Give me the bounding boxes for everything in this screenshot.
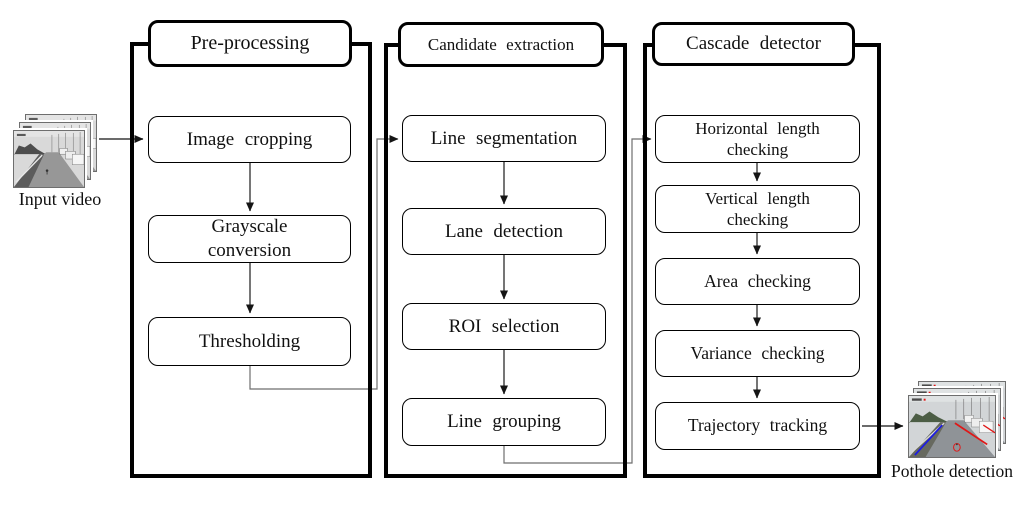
video-frame: [908, 395, 996, 458]
stage-title-candidate-extraction: Candidate extraction: [398, 22, 604, 67]
step-line-segmentation: Line segmentation: [402, 115, 606, 162]
step-thresholding: Thresholding: [148, 317, 351, 366]
step-grayscale-conversion: Grayscale conversion: [148, 215, 351, 263]
step-trajectory-tracking: Trajectory tracking: [655, 402, 860, 450]
step-variance-checking: Variance checking: [655, 330, 860, 377]
step-vertical-length-checking: Vertical length checking: [655, 185, 860, 233]
road-scene-grayscale: [14, 131, 84, 187]
input-video-label: Input video: [18, 189, 102, 209]
input-video-thumbnail: [13, 114, 111, 189]
stage-title-cascade-detector: Cascade detector: [652, 22, 855, 66]
stage-title-preprocessing: Pre-processing: [148, 20, 352, 67]
step-area-checking: Area checking: [655, 258, 860, 305]
step-lane-detection: Lane detection: [402, 208, 606, 255]
step-image-cropping: Image cropping: [148, 116, 351, 163]
elbow-grouping-to-horizontal: [503, 135, 652, 464]
pothole-detection-label: Pothole detection: [891, 461, 1013, 481]
step-horizontal-length-checking: Horizontal length checking: [655, 115, 860, 163]
road-scene-detected: [909, 396, 995, 457]
pothole-detection-thumbnail: [908, 381, 1008, 460]
step-roi-selection: ROI selection: [402, 303, 606, 350]
video-frame: [13, 130, 85, 188]
step-line-grouping: Line grouping: [402, 398, 606, 446]
